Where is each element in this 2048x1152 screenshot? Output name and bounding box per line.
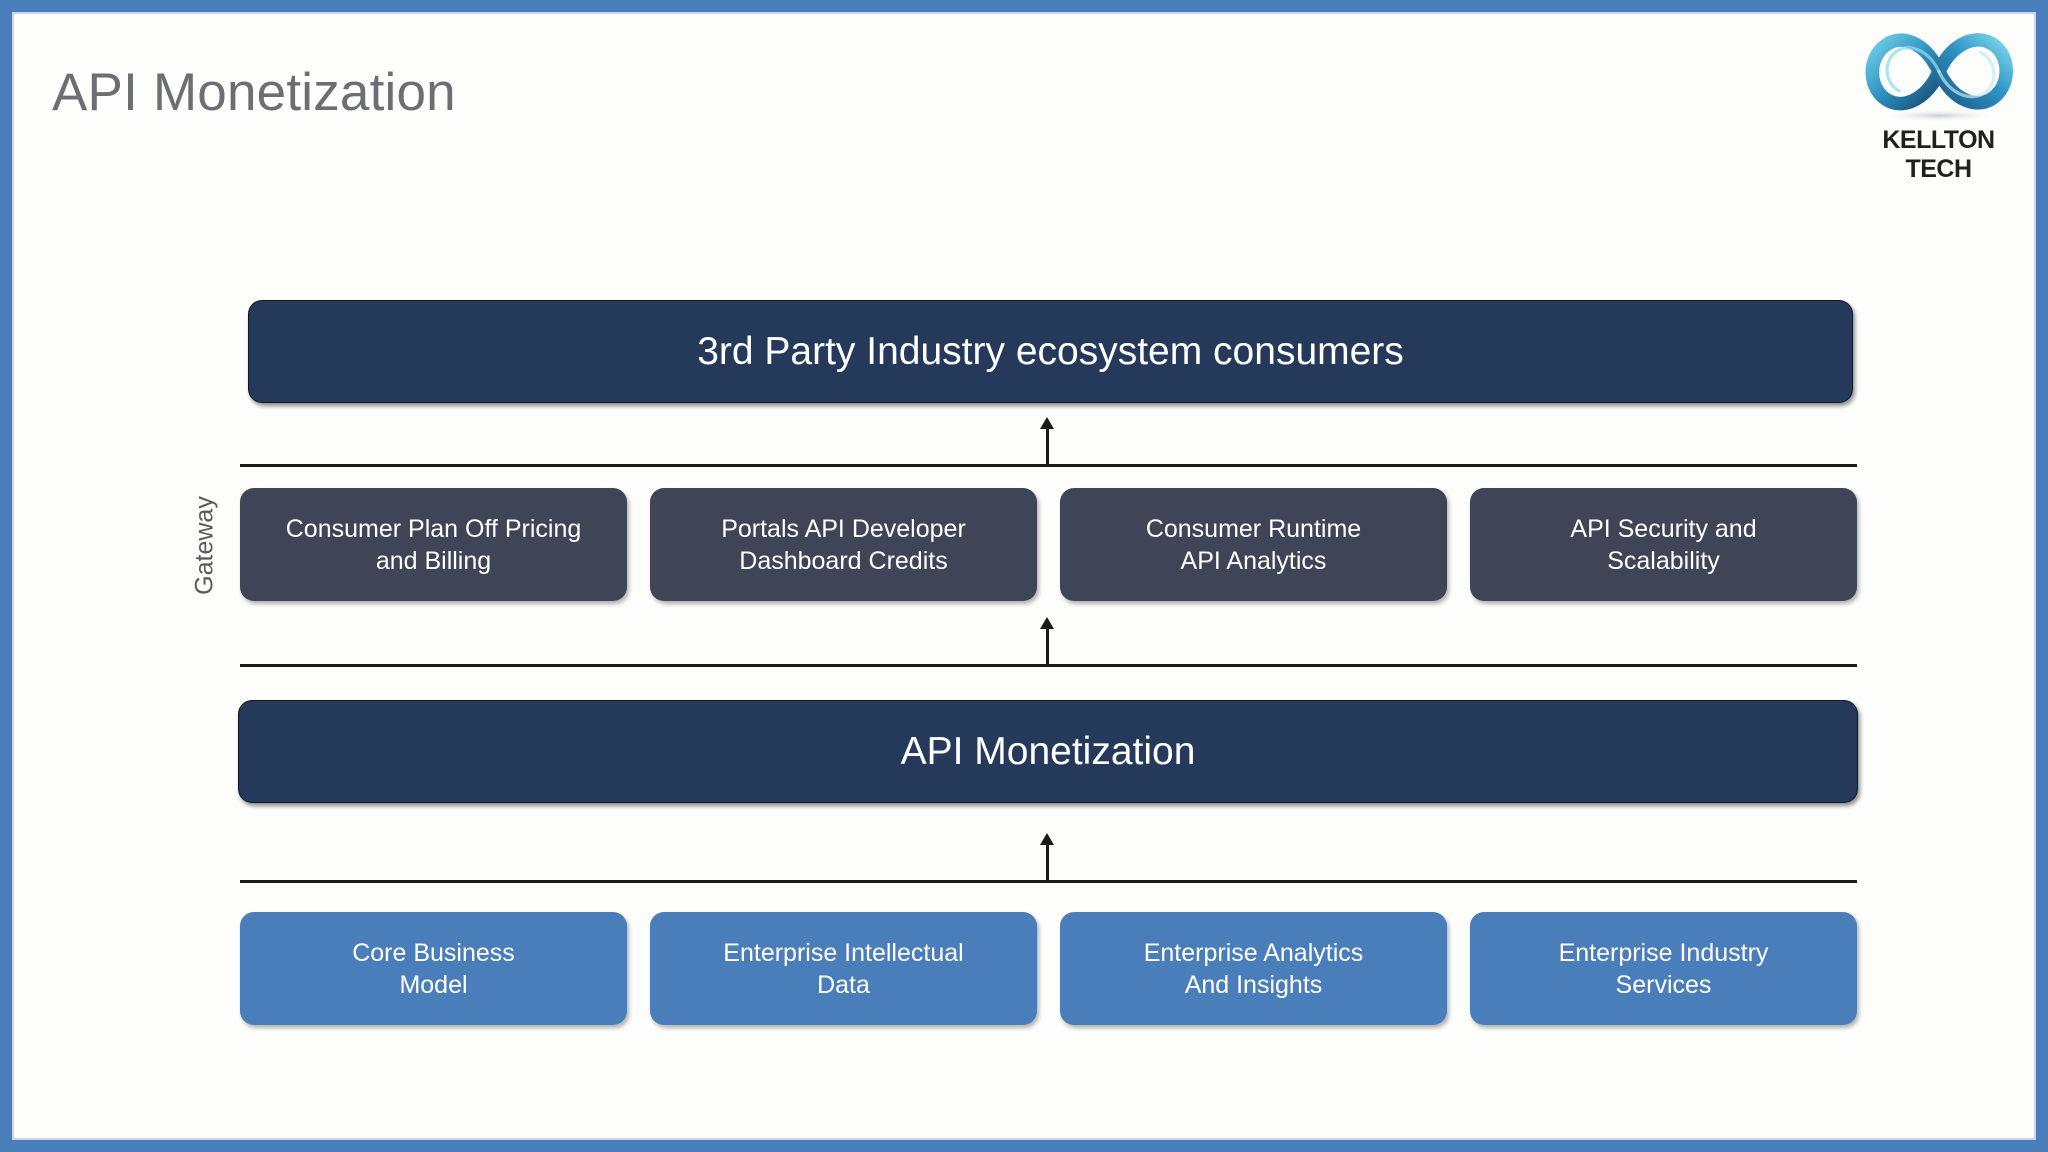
card-line-1: Enterprise Industry	[1558, 938, 1769, 967]
foundation-card-enterprise-intellectual-data[interactable]: Enterprise Intellectual Data	[650, 912, 1037, 1025]
card-line-1: API Security and	[1570, 514, 1757, 543]
foundation-card-enterprise-industry-services[interactable]: Enterprise Industry Services	[1470, 912, 1857, 1025]
card-line-1: Core Business	[352, 938, 515, 967]
card-line-2: Services	[1615, 970, 1712, 999]
band-top-label: 3rd Party Industry ecosystem consumers	[697, 329, 1404, 373]
foundation-card-enterprise-analytics-insights[interactable]: Enterprise Analytics And Insights	[1060, 912, 1447, 1025]
card-line-1: Enterprise Analytics	[1143, 938, 1364, 967]
card-line-2: Model	[399, 970, 468, 999]
foundation-card-row: Core Business Model Enterprise Intellect…	[240, 912, 1857, 1025]
arrow-foundation-to-monetization-icon	[1040, 833, 1054, 882]
gateway-axis-label: Gateway	[190, 496, 219, 595]
arrow-gateway-to-consumers-icon	[1040, 417, 1054, 466]
logo-wordmark: KELLTON TECH	[1882, 126, 1995, 183]
page-title: API Monetization	[52, 63, 456, 122]
gateway-card-portals-api-developer[interactable]: Portals API Developer Dashboard Credits	[650, 488, 1037, 601]
card-line-2: Data	[817, 970, 870, 999]
card-line-1: Enterprise Intellectual	[723, 938, 964, 967]
card-line-2: API Analytics	[1180, 546, 1327, 575]
band-api-monetization: API Monetization	[238, 700, 1858, 803]
card-line-2: Dashboard Credits	[739, 546, 948, 575]
gateway-card-consumer-runtime-analytics[interactable]: Consumer Runtime API Analytics	[1060, 488, 1447, 601]
kellton-tech-logo: KELLTON TECH	[1851, 22, 2026, 183]
foundation-card-core-business-model[interactable]: Core Business Model	[240, 912, 627, 1025]
card-line-2: And Insights	[1184, 970, 1323, 999]
gateway-card-consumer-plan-off-pricing[interactable]: Consumer Plan Off Pricing and Billing	[240, 488, 627, 601]
card-line-1: Consumer Runtime	[1145, 514, 1362, 543]
arrow-monetization-to-gateway-icon	[1040, 617, 1054, 666]
band-third-party-consumers: 3rd Party Industry ecosystem consumers	[248, 300, 1853, 403]
band-mid-label: API Monetization	[900, 729, 1196, 773]
card-line-1: Consumer Plan Off Pricing	[285, 514, 582, 543]
card-line-1: Portals API Developer	[721, 514, 966, 543]
gateway-card-api-security-scalability[interactable]: API Security and Scalability	[1470, 488, 1857, 601]
infinity-icon	[1865, 33, 2013, 122]
card-line-2: and Billing	[375, 546, 492, 575]
card-line-2: Scalability	[1607, 546, 1720, 575]
gateway-card-row: Consumer Plan Off Pricing and Billing Po…	[240, 488, 1857, 601]
